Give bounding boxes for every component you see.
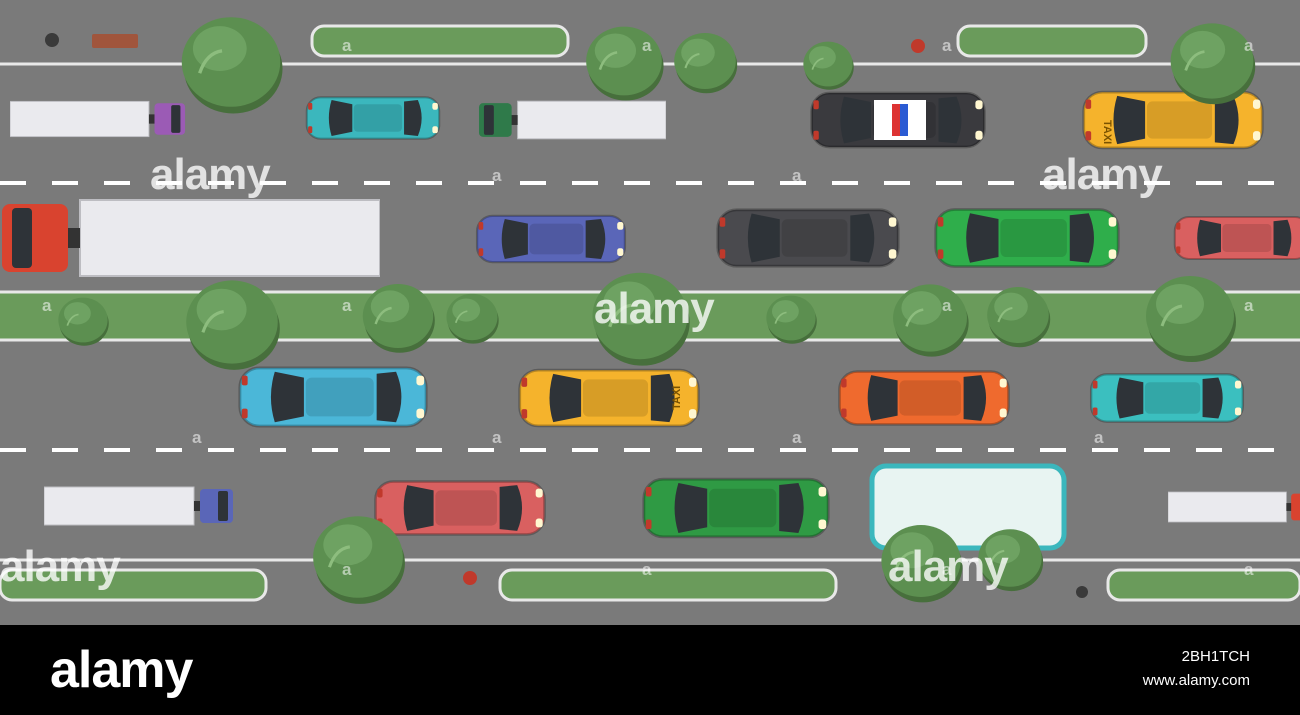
- planter: [498, 568, 838, 602]
- taxi-sign: TAXI: [1101, 120, 1113, 144]
- car-icon: [934, 208, 1120, 268]
- fire-hydrant-icon: [911, 39, 925, 53]
- car-icon: [238, 366, 428, 428]
- truck-icon: [478, 100, 666, 140]
- planter: [1106, 568, 1300, 602]
- car-icon: [642, 477, 830, 539]
- car-icon: [838, 370, 1010, 426]
- police-siren-icon: [900, 104, 908, 136]
- car-icon: [1089, 372, 1245, 424]
- bench-icon: [92, 34, 138, 48]
- semi-truck-icon: [1, 199, 380, 277]
- truck-icon: [44, 486, 234, 526]
- lamp-post-icon: [45, 33, 59, 47]
- highway-traffic-scene: TAXI TAXI: [0, 0, 1300, 625]
- lamp-post-icon: [1076, 586, 1088, 598]
- site-url: www.alamy.com: [1142, 672, 1250, 689]
- fire-hydrant-icon: [463, 571, 477, 585]
- police-siren-icon: [892, 104, 900, 136]
- pickup-truck-icon: [10, 100, 186, 138]
- semi-truck-icon: [1168, 491, 1300, 523]
- image-id: 2BH1TCH: [1181, 648, 1250, 665]
- car-icon: [1173, 215, 1300, 261]
- taxi-sign-2: TAXI: [671, 386, 683, 410]
- car-icon: [475, 214, 627, 264]
- stock-footer-bar: [0, 625, 1300, 715]
- planter: [956, 24, 1148, 58]
- planter: [0, 568, 268, 602]
- car-icon: [374, 480, 546, 536]
- car-icon: [305, 96, 441, 140]
- alamy-logo: alamy: [50, 641, 193, 699]
- car-icon: [716, 208, 900, 268]
- planter: [310, 24, 570, 58]
